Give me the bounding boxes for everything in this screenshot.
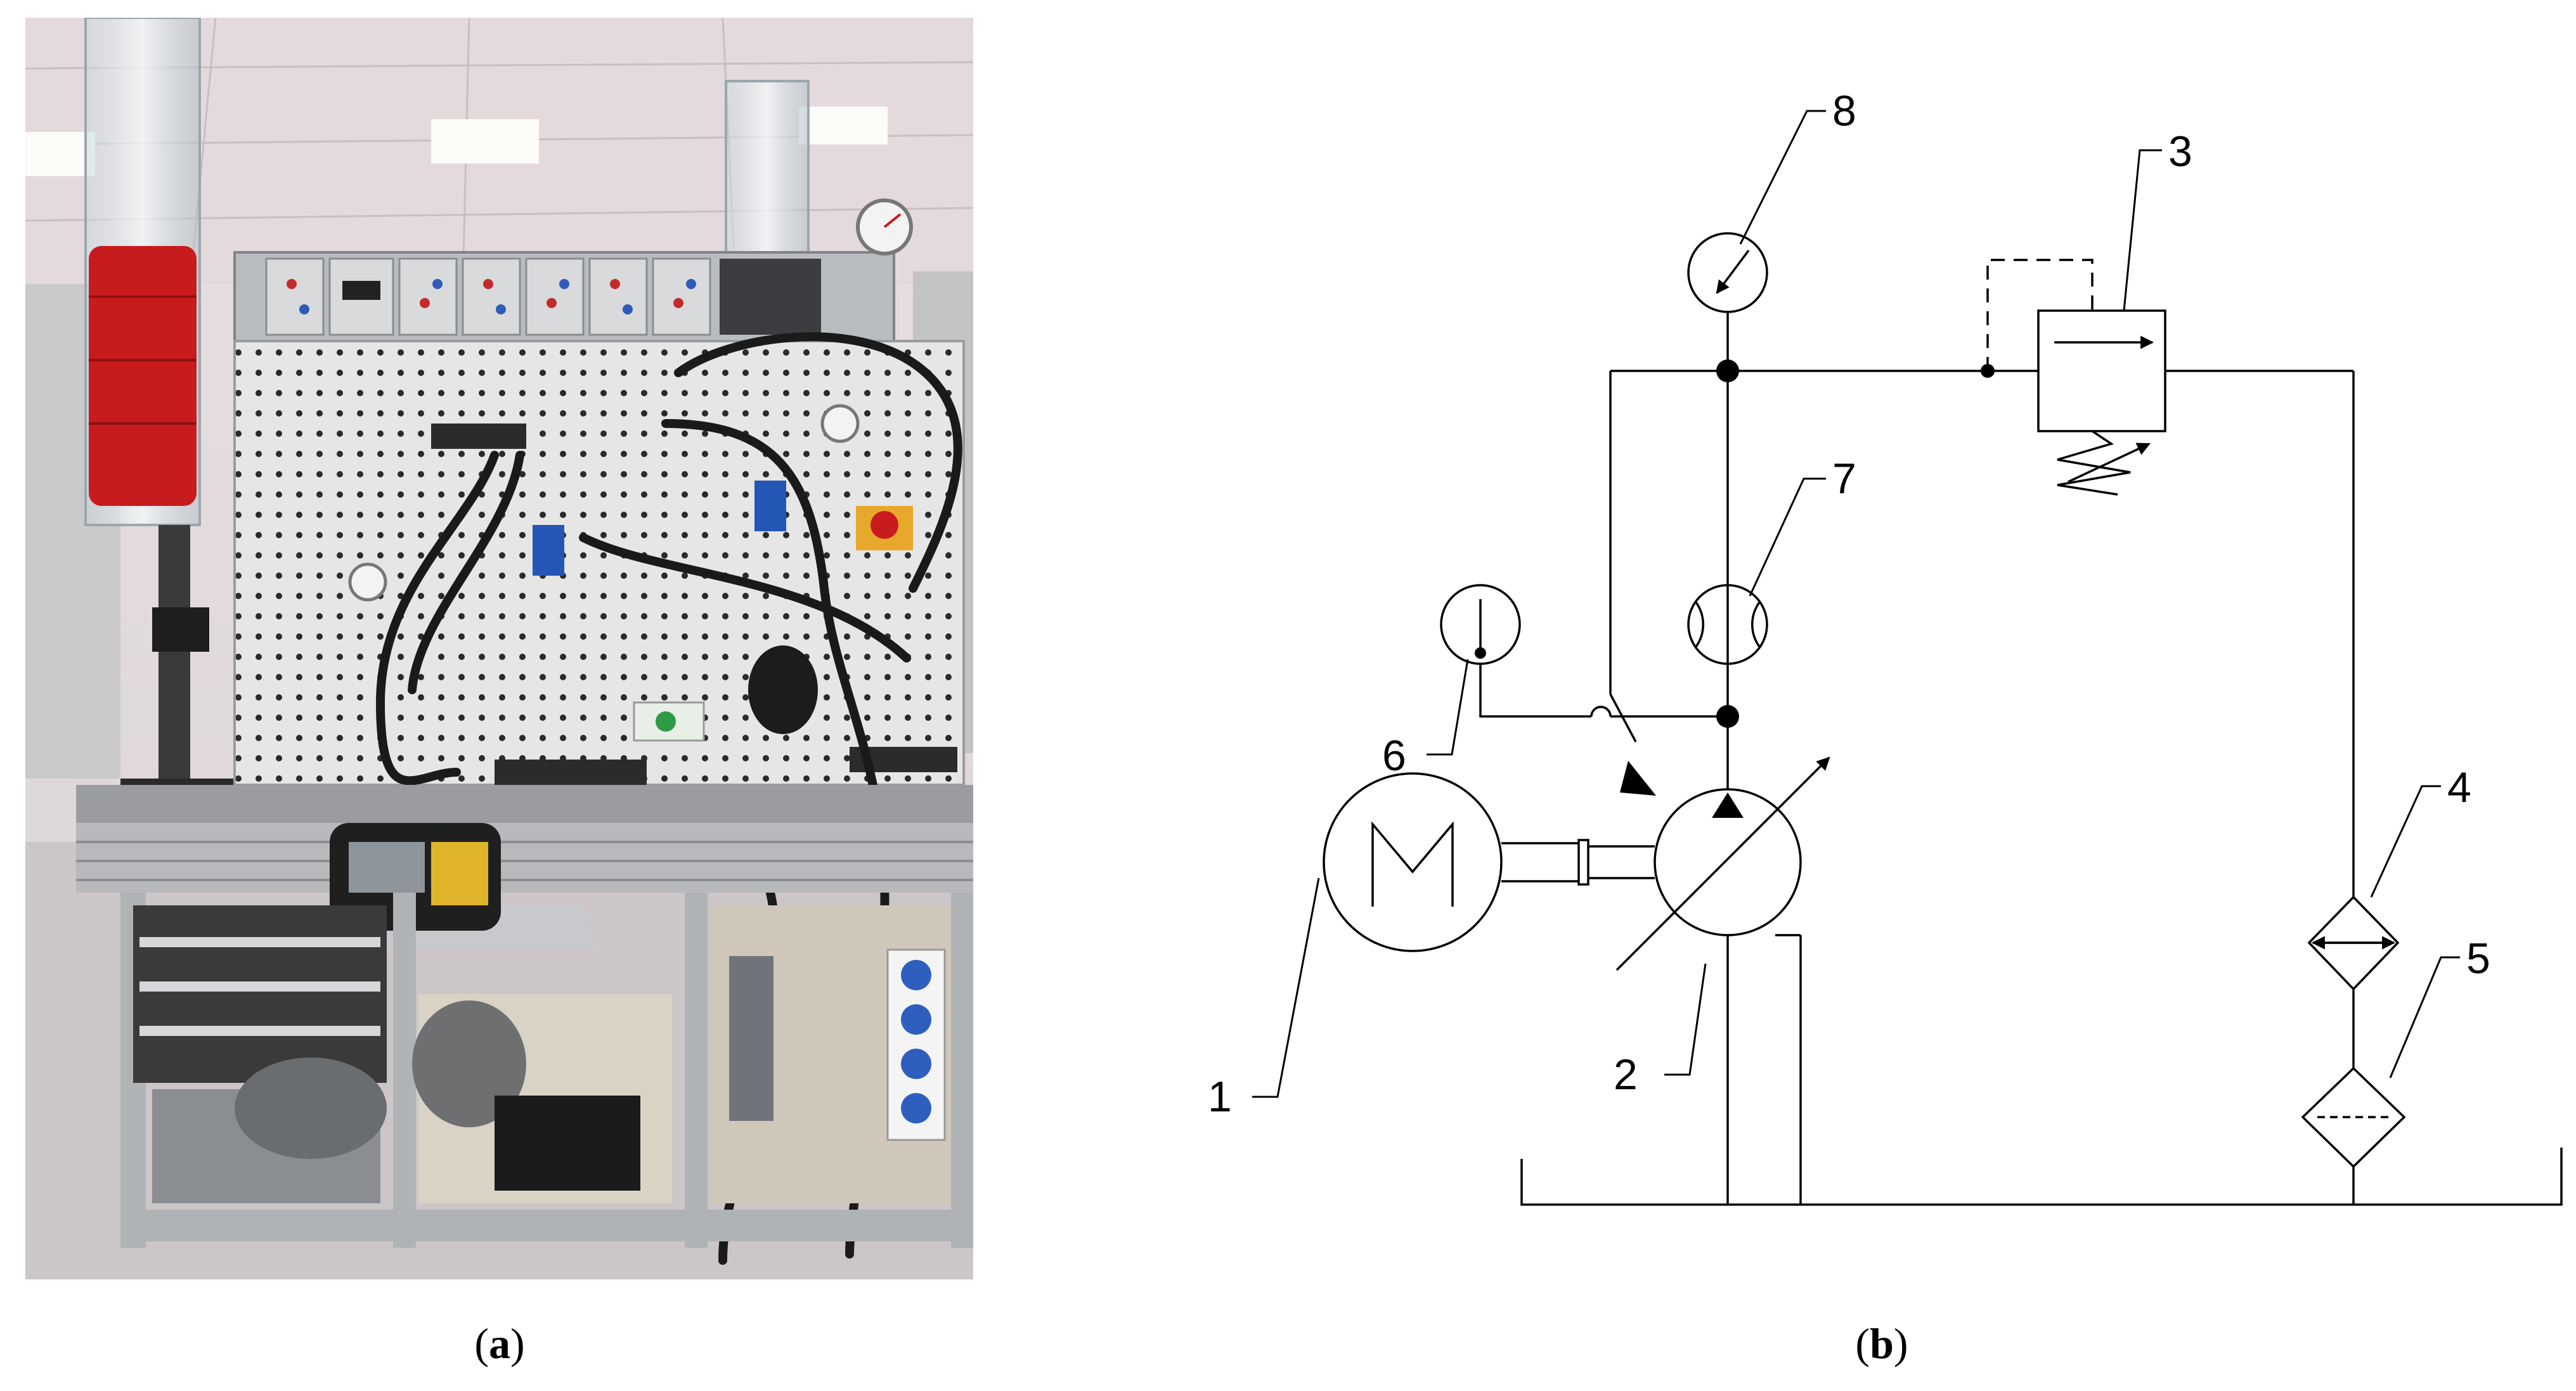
hydraulic-schematic: 1 2 3 4 5 6 7 8 (1208, 87, 2563, 1206)
label-relief-valve: 3 (2168, 127, 2192, 176)
test-bench-photo (25, 18, 973, 1279)
pressure-line (1609, 370, 2355, 1205)
leader-lines (1252, 110, 2460, 1098)
label-thermometer: 6 (1382, 732, 1406, 780)
filter-symbol (2301, 1066, 2406, 1168)
label-filter: 5 (2466, 935, 2490, 983)
caption-a: (a) (474, 1319, 524, 1369)
label-cooler: 4 (2447, 763, 2471, 812)
caption-b-close: ) (1893, 1319, 1908, 1368)
caption-b: (b) (1855, 1319, 1908, 1369)
caption-a-letter: a (489, 1319, 510, 1368)
tank-line (1520, 1148, 2563, 1206)
cooler-symbol (2307, 895, 2400, 991)
caption-a-close: ) (510, 1319, 525, 1368)
flow-meter-symbol (1687, 584, 1768, 665)
pressure-gauge-symbol (1687, 232, 1768, 371)
caption-a-open: ( (474, 1319, 489, 1368)
electric-motor-symbol (1323, 772, 1655, 952)
label-pressure-gauge: 8 (1832, 87, 1856, 135)
pressure-relief-valve-symbol (1986, 259, 2166, 496)
label-flow-meter: 7 (1832, 455, 1856, 503)
label-pump: 2 (1614, 1051, 1638, 1099)
label-motor: 1 (1208, 1073, 1232, 1121)
caption-b-open: ( (1855, 1319, 1870, 1368)
caption-b-letter: b (1870, 1319, 1894, 1368)
thermometer-symbol (1440, 584, 1728, 718)
variable-displacement-pump-symbol (1615, 756, 1830, 1205)
